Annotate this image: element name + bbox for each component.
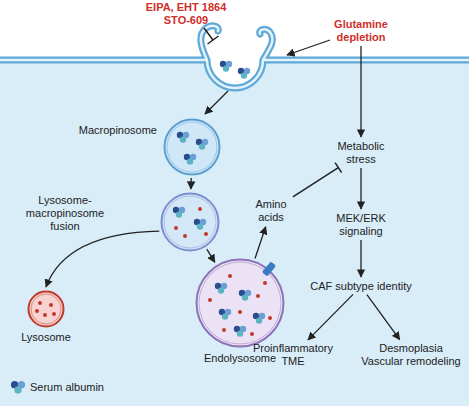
vesicle-label: Macropinosome: [65, 124, 157, 137]
lysosome-content: [204, 232, 208, 236]
endolysosome-circle: Endolysosome: [195, 258, 285, 348]
albumin-icon: [220, 61, 232, 72]
lysosome-content: [238, 310, 242, 314]
internalization-arrow: [205, 91, 228, 114]
arrow-connector: [207, 249, 215, 262]
albumin-icon: [177, 132, 189, 143]
lysosome-content: [222, 328, 226, 332]
process-label: Amino acids: [249, 198, 293, 224]
vesicle-body: [162, 194, 219, 251]
lysosome-content: [263, 281, 267, 285]
membrane-inner: [0, 26, 469, 88]
transporter: [262, 261, 276, 276]
albumin-icon: [219, 309, 231, 320]
vesicle-label: Lysosome-macropinosome fusion: [15, 194, 115, 233]
vesicle-outline: [27, 290, 65, 328]
arrow-connector: [46, 231, 159, 287]
albumin-icon: [234, 326, 246, 337]
outcome-label: Desmoplasia Vascular remodeling: [358, 342, 464, 368]
node-text: Desmoplasia Vascular remodeling: [358, 342, 464, 368]
stimulus-arrow: [287, 40, 330, 55]
vesicle-outline: [163, 118, 221, 176]
legend-sample: [10, 380, 26, 394]
arrow-connector: [255, 227, 266, 259]
lysosome-content: [198, 207, 202, 211]
node-text: CAF subtype identity: [304, 280, 418, 293]
lysosome-content: [208, 298, 212, 302]
arrow-connector: [190, 178, 192, 189]
inhibitor-label: EIPA, EHT 1864 STO-609: [140, 1, 232, 27]
lysosome-content: [250, 332, 254, 336]
albumin-icon: [238, 68, 250, 79]
vesicle-body: [29, 292, 64, 327]
node-text: Proinflammatory TME: [248, 342, 338, 368]
albumin-icon: [215, 283, 227, 294]
arrow-connector: [360, 168, 361, 209]
vesicle-outline: [160, 192, 220, 252]
vesicle-inner-ring: [31, 294, 61, 324]
lysosome-circle: Lysosome: [27, 290, 65, 328]
cup-interior: [207, 60, 263, 88]
fusion-vesicle: Lysosome-macropinosome fusion: [160, 192, 220, 252]
vesicle-inner-ring: [167, 122, 217, 172]
albumin-icon: [184, 154, 196, 165]
cytoplasm: [0, 60, 469, 406]
legend-text: Serum albumin: [30, 381, 104, 394]
albumin-icon: [253, 313, 265, 324]
process-label: MEK/ERK signaling: [328, 212, 394, 238]
node-text: Metabolic stress: [330, 140, 392, 166]
albumin-icon: [194, 219, 206, 230]
albumin-icon: [11, 381, 25, 394]
lysosome-content: [43, 313, 47, 317]
arrow-connector: [308, 294, 353, 340]
node-text: MEK/ERK signaling: [328, 212, 394, 238]
macropinosome-vesicle: Macropinosome: [163, 118, 221, 176]
vesicle-body: [197, 260, 284, 347]
lysosome-content: [38, 301, 42, 305]
stimulus-label: Glutamine depletion: [325, 18, 397, 44]
vesicle-outline: [195, 258, 285, 348]
process-label: Metabolic stress: [330, 140, 392, 166]
node-text: Amino acids: [249, 198, 293, 224]
vesicle-label: Lysosome: [6, 331, 86, 344]
inhibition-bar: [204, 28, 219, 44]
lysosome-content: [49, 303, 53, 307]
lysosome-content: [256, 294, 260, 298]
lysosome-content: [35, 309, 39, 313]
outcome-label: Proinflammatory TME: [248, 342, 338, 368]
albumin-icon: [173, 207, 185, 218]
lysosome-content: [52, 312, 56, 316]
lysosome-content: [228, 274, 232, 278]
albumin-icon: [196, 139, 208, 150]
plasma-membrane: [0, 26, 469, 88]
node-text: Glutamine depletion: [325, 18, 397, 44]
vesicle-inner-ring: [164, 196, 216, 248]
arrow-connector: [360, 46, 361, 137]
lysosome-content: [183, 234, 187, 238]
arrow-connector: [367, 295, 400, 340]
arrow-connector: [360, 240, 361, 277]
inhibition-connector: [293, 163, 342, 197]
process-label: CAF subtype identity: [304, 280, 418, 293]
vesicle-body: [165, 120, 220, 175]
lysosome-content: [268, 316, 272, 320]
vesicle-inner-ring: [199, 262, 281, 344]
albumin-icon: [239, 290, 251, 301]
lysosome-content: [174, 226, 178, 230]
